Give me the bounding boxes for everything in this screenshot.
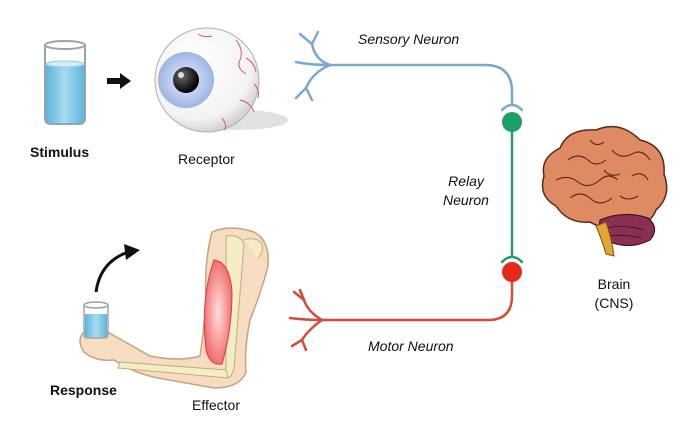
motor-neuron-label: Motor Neuron: [368, 338, 454, 354]
brain-label: Brain (CNS): [576, 276, 652, 311]
beaker-icon: [44, 40, 86, 125]
arm-icon: [79, 227, 269, 389]
brain-label-line2: (CNS): [594, 295, 634, 311]
motor-neuron: [288, 273, 514, 352]
receptor-label: Receptor: [178, 151, 235, 167]
eyeball-icon: [154, 27, 288, 133]
right-arrow-icon: [107, 73, 131, 89]
small-beaker-icon: [83, 301, 109, 339]
motor-synapse: [502, 262, 522, 282]
effector-label: Effector: [192, 397, 240, 413]
stimulus-label: Stimulus: [30, 144, 90, 160]
curved-arrow-icon: [94, 244, 140, 293]
brain-icon: [541, 125, 668, 257]
response-label: Response: [50, 382, 117, 398]
relay-neuron-label-line1: Relay: [448, 173, 484, 189]
sensory-neuron: [294, 30, 524, 112]
brain-label-line1: Brain: [597, 276, 631, 292]
relay-neuron-label: Relay Neuron: [430, 173, 502, 208]
sensory-neuron-label: Sensory Neuron: [358, 31, 460, 47]
relay-neuron: [500, 112, 524, 264]
relay-neuron-label-line2: Neuron: [443, 192, 489, 208]
